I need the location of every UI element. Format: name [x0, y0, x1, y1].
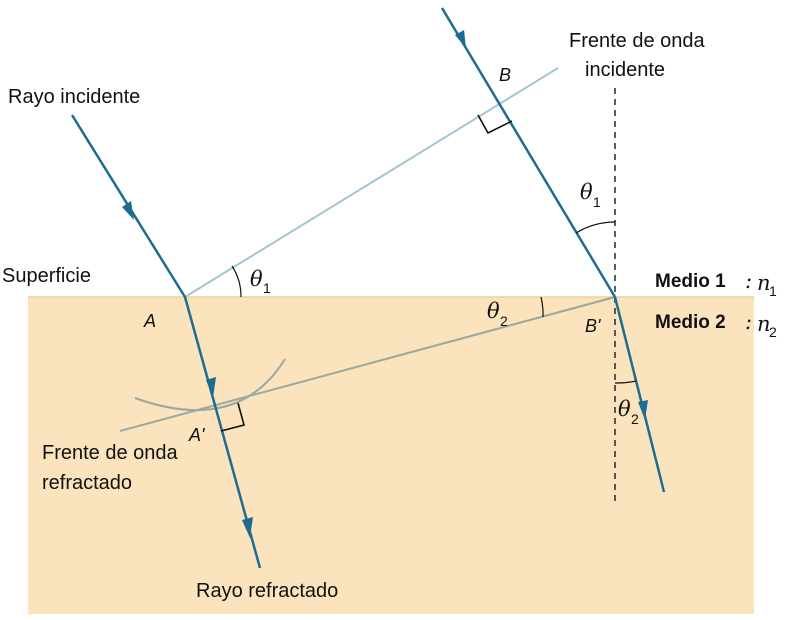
- huygens-wavelet-arc: [134, 358, 286, 412]
- medium-1-n-sub: 1: [769, 283, 777, 299]
- medium-1-colon: :: [745, 269, 752, 293]
- theta1-surface-sub: 1: [263, 280, 271, 296]
- theta1-normal-sub: 1: [593, 194, 601, 210]
- point-a-label: A: [143, 311, 156, 331]
- incident-ray-label: Rayo incidente: [8, 86, 140, 108]
- incident-ray-right: [440, 7, 617, 298]
- angle-arc-theta2-normal: [614, 380, 637, 384]
- refracted-front-label-line1: Frente de onda: [42, 442, 179, 464]
- right-angle-marker-b: [477, 114, 513, 135]
- angle-arc-theta2-surface: [540, 296, 544, 318]
- refracted-wavefront: [119, 296, 616, 432]
- medium-2-label: Medio 2: [655, 312, 726, 333]
- theta1-normal-symbol: θ: [580, 180, 593, 204]
- incident-ray-right-arrowhead: [455, 30, 466, 48]
- theta2-normal-symbol: θ: [618, 397, 631, 421]
- refracted-ray-left-arrowhead: [242, 517, 253, 538]
- point-a-prime-label: A': [188, 425, 205, 445]
- medium-2-n-sub: 2: [769, 324, 777, 340]
- refracted-front-label-line2: refractado: [42, 472, 132, 494]
- medium-2-n: n: [757, 312, 771, 336]
- refracted-ray-right-arrowhead: [638, 400, 648, 420]
- angle-arc-theta1-surface: [231, 265, 242, 298]
- surface-label: Superficie: [2, 265, 91, 287]
- theta1-surface-symbol: θ: [250, 267, 263, 291]
- theta2-normal-sub: 2: [631, 411, 639, 427]
- theta2-surface-sub: 2: [500, 313, 508, 329]
- medium-2-region: [28, 297, 754, 614]
- point-b-label: B: [499, 65, 511, 85]
- right-angle-marker-a-prime: [220, 402, 245, 432]
- medium-1-n: n: [757, 271, 771, 295]
- medium-2-colon: :: [745, 310, 752, 334]
- incident-wavefront: [184, 67, 559, 298]
- medium-1-label: Medio 1: [655, 271, 726, 292]
- point-b-prime-label: B': [585, 316, 601, 336]
- refracted-ray-label: Rayo refractado: [196, 580, 338, 602]
- incident-front-label-line2: incidente: [585, 59, 665, 81]
- refracted-ray-right: [613, 296, 666, 493]
- theta2-surface-symbol: θ: [487, 299, 500, 323]
- incident-front-label-line1: Frente de onda: [569, 30, 706, 52]
- incident-ray-left-arrowhead: [122, 201, 134, 220]
- refracted-ray-left-midarrow: [206, 377, 216, 398]
- angle-arc-theta1-normal: [575, 221, 616, 234]
